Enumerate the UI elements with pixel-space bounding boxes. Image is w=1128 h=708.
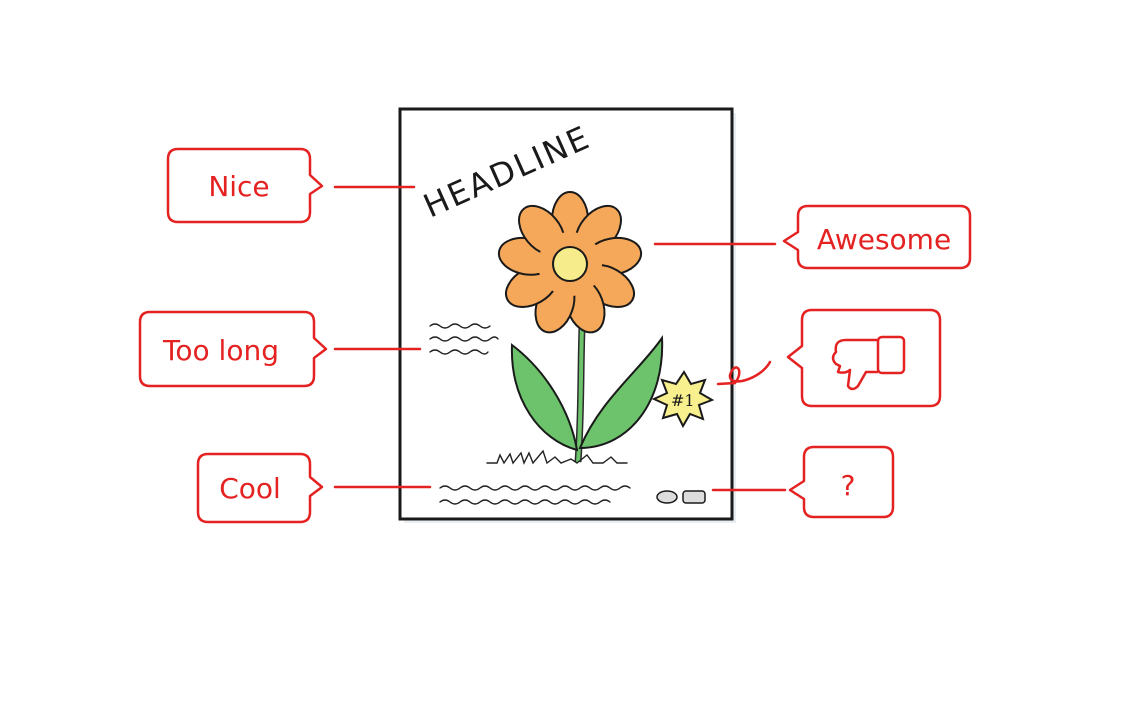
callout-too-long: Too long <box>138 310 328 388</box>
poster-button-oval <box>656 490 678 504</box>
number-one-star-badge: #1 <box>651 370 715 429</box>
svg-text:Awesome: Awesome <box>817 223 951 256</box>
callout-cool: Cool <box>196 452 324 524</box>
svg-text:#1: #1 <box>671 391 695 410</box>
poster: HEADLINE #1 <box>398 107 736 523</box>
footer-text-scribble <box>439 485 631 505</box>
flower-head <box>497 191 643 334</box>
thumbs-down-icon <box>831 335 906 391</box>
left-leaf <box>510 343 579 452</box>
grass-scribble <box>486 449 628 465</box>
callout-question: ? <box>788 445 895 519</box>
poster-button-rect <box>682 490 706 504</box>
side-text-scribble <box>429 323 499 355</box>
svg-text:?: ? <box>841 469 856 502</box>
right-leaf <box>578 334 664 450</box>
callout-awesome: Awesome <box>782 204 972 270</box>
svg-text:Cool: Cool <box>219 472 281 505</box>
callout-thumbs-down <box>786 308 942 408</box>
svg-text:Too long: Too long <box>162 334 279 367</box>
svg-text:Nice: Nice <box>208 170 269 203</box>
callout-nice: Nice <box>166 147 324 224</box>
